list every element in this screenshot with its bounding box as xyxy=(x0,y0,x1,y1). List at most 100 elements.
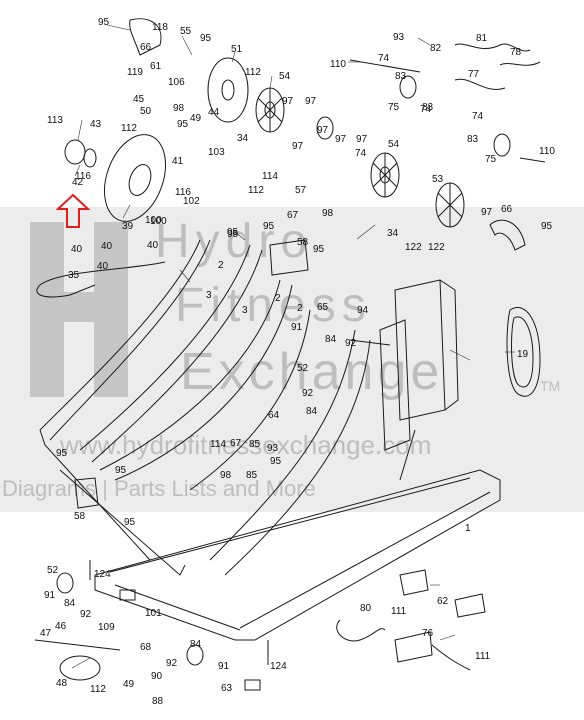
part-number-label: 2 xyxy=(297,303,303,314)
part-number-label: 114 xyxy=(210,439,226,450)
part-number-label: 98 xyxy=(322,208,334,219)
watermark-tm: TM xyxy=(540,378,561,394)
part-number-label: 95 xyxy=(200,33,212,44)
part-number-label: 119 xyxy=(127,67,143,78)
part-number-label: 1 xyxy=(465,523,471,534)
part-number-label: 88 xyxy=(152,696,164,707)
part-number-label: 91 xyxy=(44,590,56,601)
leveling-foot-center xyxy=(244,679,261,691)
front-wheel xyxy=(59,655,101,681)
part-number-label: 77 xyxy=(468,69,480,80)
part-number-label: 102 xyxy=(183,196,200,207)
part-number-label: 48 xyxy=(56,678,68,689)
part-number-label: 61 xyxy=(150,61,162,72)
part-number-label: 93 xyxy=(393,32,405,43)
axle-top xyxy=(349,59,421,73)
part-number-label: 84 xyxy=(190,639,202,650)
axle-right xyxy=(519,157,546,163)
part-number-label: 97 xyxy=(317,125,329,136)
roller-wheel xyxy=(435,182,465,228)
part-number-label: 2 xyxy=(218,260,224,271)
part-number-label: 83 xyxy=(467,134,479,145)
part-number-label: 97 xyxy=(481,207,493,218)
part-number-label: 111 xyxy=(475,651,491,662)
upright-post xyxy=(349,279,459,481)
part-number-label: 93 xyxy=(267,443,279,454)
part-number-label: 65 xyxy=(317,302,329,313)
part-number-label: 66 xyxy=(501,204,513,215)
part-number-label: 52 xyxy=(47,565,59,576)
power-cord xyxy=(336,619,386,642)
base-frame xyxy=(39,429,501,641)
part-number-label: 97 xyxy=(305,96,317,107)
part-number-label: 40 xyxy=(147,240,159,251)
part-number-label: 2 xyxy=(275,293,281,304)
part-number-label: 116 xyxy=(175,187,191,198)
part-number-label: 81 xyxy=(476,33,488,44)
part-number-label: 112 xyxy=(121,123,137,134)
part-number-label: 82 xyxy=(430,43,442,54)
part-number-label: 3 xyxy=(206,290,212,301)
part-number-label: 83 xyxy=(395,71,407,82)
part-number-label: 85 xyxy=(246,470,258,481)
part-number-label: 101 xyxy=(145,608,162,619)
part-number-label: 55 xyxy=(180,26,192,37)
part-number-label: 97 xyxy=(356,134,368,145)
drive-belt xyxy=(506,307,541,397)
sensor-cable xyxy=(36,261,166,298)
part-number-label: 54 xyxy=(388,139,400,150)
part-number-label: 40 xyxy=(101,241,113,252)
watermark-logo-icon xyxy=(30,222,128,397)
drive-wheel-left xyxy=(255,87,285,133)
part-number-label: 95 xyxy=(227,227,239,238)
part-number-label: 40 xyxy=(71,244,83,255)
part-number-label: 84 xyxy=(325,334,337,345)
part-number-label: 91 xyxy=(291,322,303,333)
part-number-label: 46 xyxy=(55,621,67,632)
part-number-label: 80 xyxy=(360,603,372,614)
part-number-label: 84 xyxy=(64,598,76,609)
part-number-label: 68 xyxy=(140,642,152,653)
part-number-label: 110 xyxy=(330,59,346,70)
part-number-label: 47 xyxy=(40,628,52,639)
part-number-label: 113 xyxy=(47,115,63,126)
part-number-label: 95 xyxy=(124,517,136,528)
part-number-label: 40 xyxy=(97,261,109,272)
part-number-label: 54 xyxy=(279,71,291,82)
bracket-left xyxy=(399,569,429,596)
bracket-58 xyxy=(74,477,99,509)
bracket-58-top xyxy=(269,239,309,276)
part-number-label: 111 xyxy=(391,606,407,617)
part-number-label: 95 xyxy=(227,229,239,240)
part-number-label: 74 xyxy=(420,104,432,115)
part-number-label: 95 xyxy=(115,465,127,476)
part-number-label: 95 xyxy=(177,119,189,130)
part-number-label: 109 xyxy=(98,622,115,633)
part-number-label: 74 xyxy=(355,148,367,159)
part-number-label: 97 xyxy=(292,141,304,152)
part-number-label: 35 xyxy=(68,270,80,281)
part-number-label: 103 xyxy=(208,147,225,158)
part-number-label: 92 xyxy=(166,658,178,669)
part-number-label: 95 xyxy=(98,17,110,28)
part-number-label: 62 xyxy=(437,596,449,607)
curved-rails xyxy=(39,239,371,576)
part-number-label: 49 xyxy=(190,113,202,124)
part-number-label: 95 xyxy=(541,221,553,232)
part-number-label: 92 xyxy=(345,338,357,349)
part-number-label: 112 xyxy=(248,185,264,196)
part-number-label: 100 xyxy=(145,215,162,226)
part-number-label: 34 xyxy=(387,228,399,239)
harness-81 xyxy=(454,43,531,52)
part-number-label: 84 xyxy=(306,406,318,417)
watermark-word-3: Exchange xyxy=(180,343,444,401)
part-number-label: 100 xyxy=(150,216,167,227)
part-number-label: 39 xyxy=(122,221,134,232)
part-number-label: 58 xyxy=(74,511,86,522)
axle-front xyxy=(34,639,121,651)
part-number-label: 118 xyxy=(152,22,168,33)
part-number-label: 75 xyxy=(485,154,497,165)
part-number-label: 124 xyxy=(270,661,287,672)
